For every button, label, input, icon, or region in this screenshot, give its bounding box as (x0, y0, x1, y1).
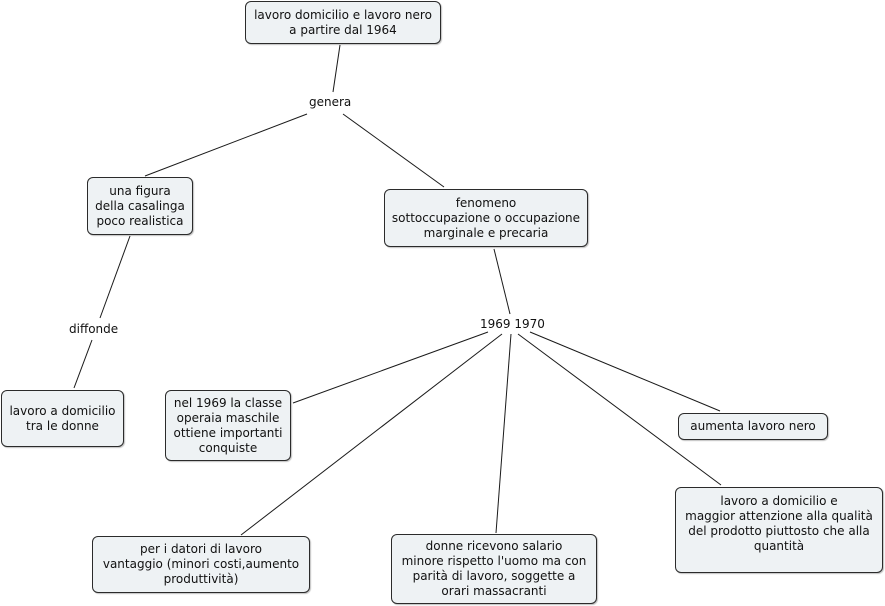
edge-anni-qualita (517, 333, 722, 486)
node-figura[interactable]: una figura della casalinga poco realisti… (87, 177, 193, 235)
node-qualita[interactable]: lavoro a domicilio e maggior attenzione … (675, 487, 883, 573)
edge-diffonde-donne (73, 339, 93, 389)
node-lavoro-domicilio-donne[interactable]: lavoro a domicilio tra le donne (1, 390, 124, 447)
node-fenomeno[interactable]: fenomeno sottoccupazione o occupazione m… (384, 189, 588, 247)
edge-anni-aumenta (529, 331, 721, 412)
edge-genera-figura (144, 113, 308, 177)
edge-anni-classe (292, 331, 489, 404)
label-diffonde: diffonde (67, 322, 121, 336)
node-classe-operaia[interactable]: nel 1969 la classe operaia maschile otti… (165, 390, 291, 461)
node-donne-salario[interactable]: donne ricevono salario minore rispetto l… (391, 534, 597, 604)
edge-figura-diffonde (99, 235, 131, 319)
edge-anni-donne (495, 333, 512, 534)
edge-fenomeno-anni (493, 248, 511, 315)
node-root[interactable]: lavoro domicilio e lavoro nero a partire… (245, 1, 441, 44)
edge-root-genera (332, 44, 341, 93)
edge-genera-fenomeno (342, 113, 445, 188)
node-aumenta-nero[interactable]: aumenta lavoro nero (678, 413, 828, 440)
node-datori[interactable]: per i datori di lavoro vantaggio (minori… (92, 536, 310, 593)
edge-anni-datori (240, 333, 503, 536)
label-genera: genera (307, 95, 354, 109)
label-anni: 1969 1970 (478, 317, 547, 331)
